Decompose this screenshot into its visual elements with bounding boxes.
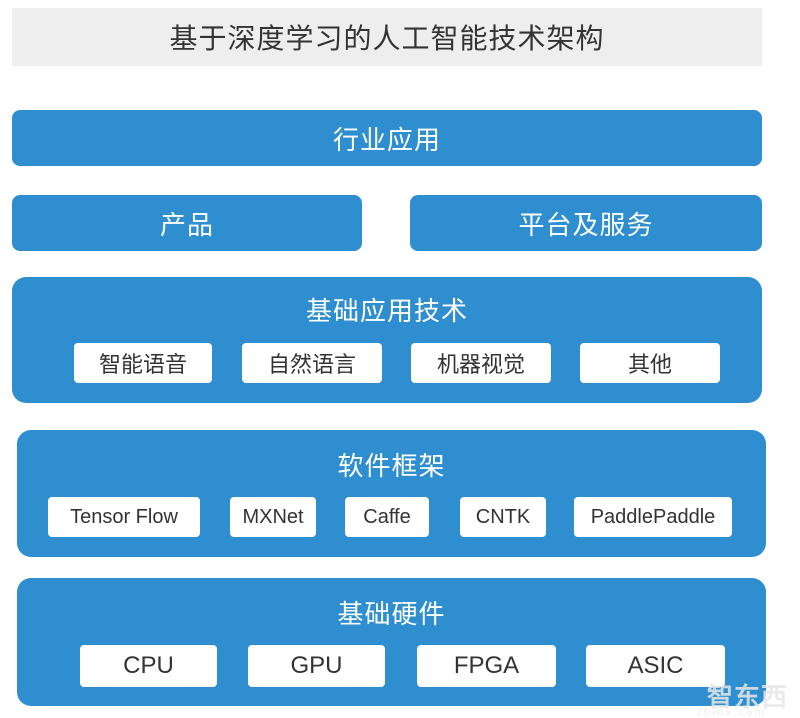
basic-tech-chip: 自然语言 (242, 343, 382, 383)
basic-tech-title: 基础应用技术 (305, 297, 468, 327)
software-framework-layer: 软件框架 Tensor Flow MXNet Caffe CNTK Paddle… (17, 430, 766, 557)
products-bar: 产品 (12, 195, 362, 251)
basic-tech-chip: 智能语音 (74, 343, 212, 383)
framework-title: 软件框架 (337, 452, 446, 482)
framework-chip: CNTK (460, 497, 546, 537)
framework-chip: PaddlePaddle (574, 497, 732, 537)
basic-tech-layer: 基础应用技术 智能语音 自然语言 机器视觉 其他 (12, 277, 762, 403)
framework-chip: MXNet (230, 497, 316, 537)
brand-watermark-domain: zhidx.com (696, 707, 766, 718)
basic-tech-chip: 其他 (580, 343, 720, 383)
basic-tech-chip: 机器视觉 (411, 343, 551, 383)
industry-application-bar: 行业应用 (12, 110, 762, 166)
brand-watermark: 智东西 (706, 683, 788, 713)
hardware-chip: FPGA (417, 645, 556, 687)
platform-services-bar: 平台及服务 (410, 195, 762, 251)
framework-chip: Tensor Flow (48, 497, 200, 537)
hardware-title: 基础硬件 (337, 600, 446, 630)
hardware-chip: GPU (248, 645, 385, 687)
diagram-title: 基于深度学习的人工智能技术架构 (12, 8, 762, 66)
basic-hardware-layer: 基础硬件 CPU GPU FPGA ASIC (17, 578, 766, 706)
hardware-chip: ASIC (586, 645, 725, 687)
hardware-chip: CPU (80, 645, 217, 687)
framework-chip: Caffe (345, 497, 429, 537)
